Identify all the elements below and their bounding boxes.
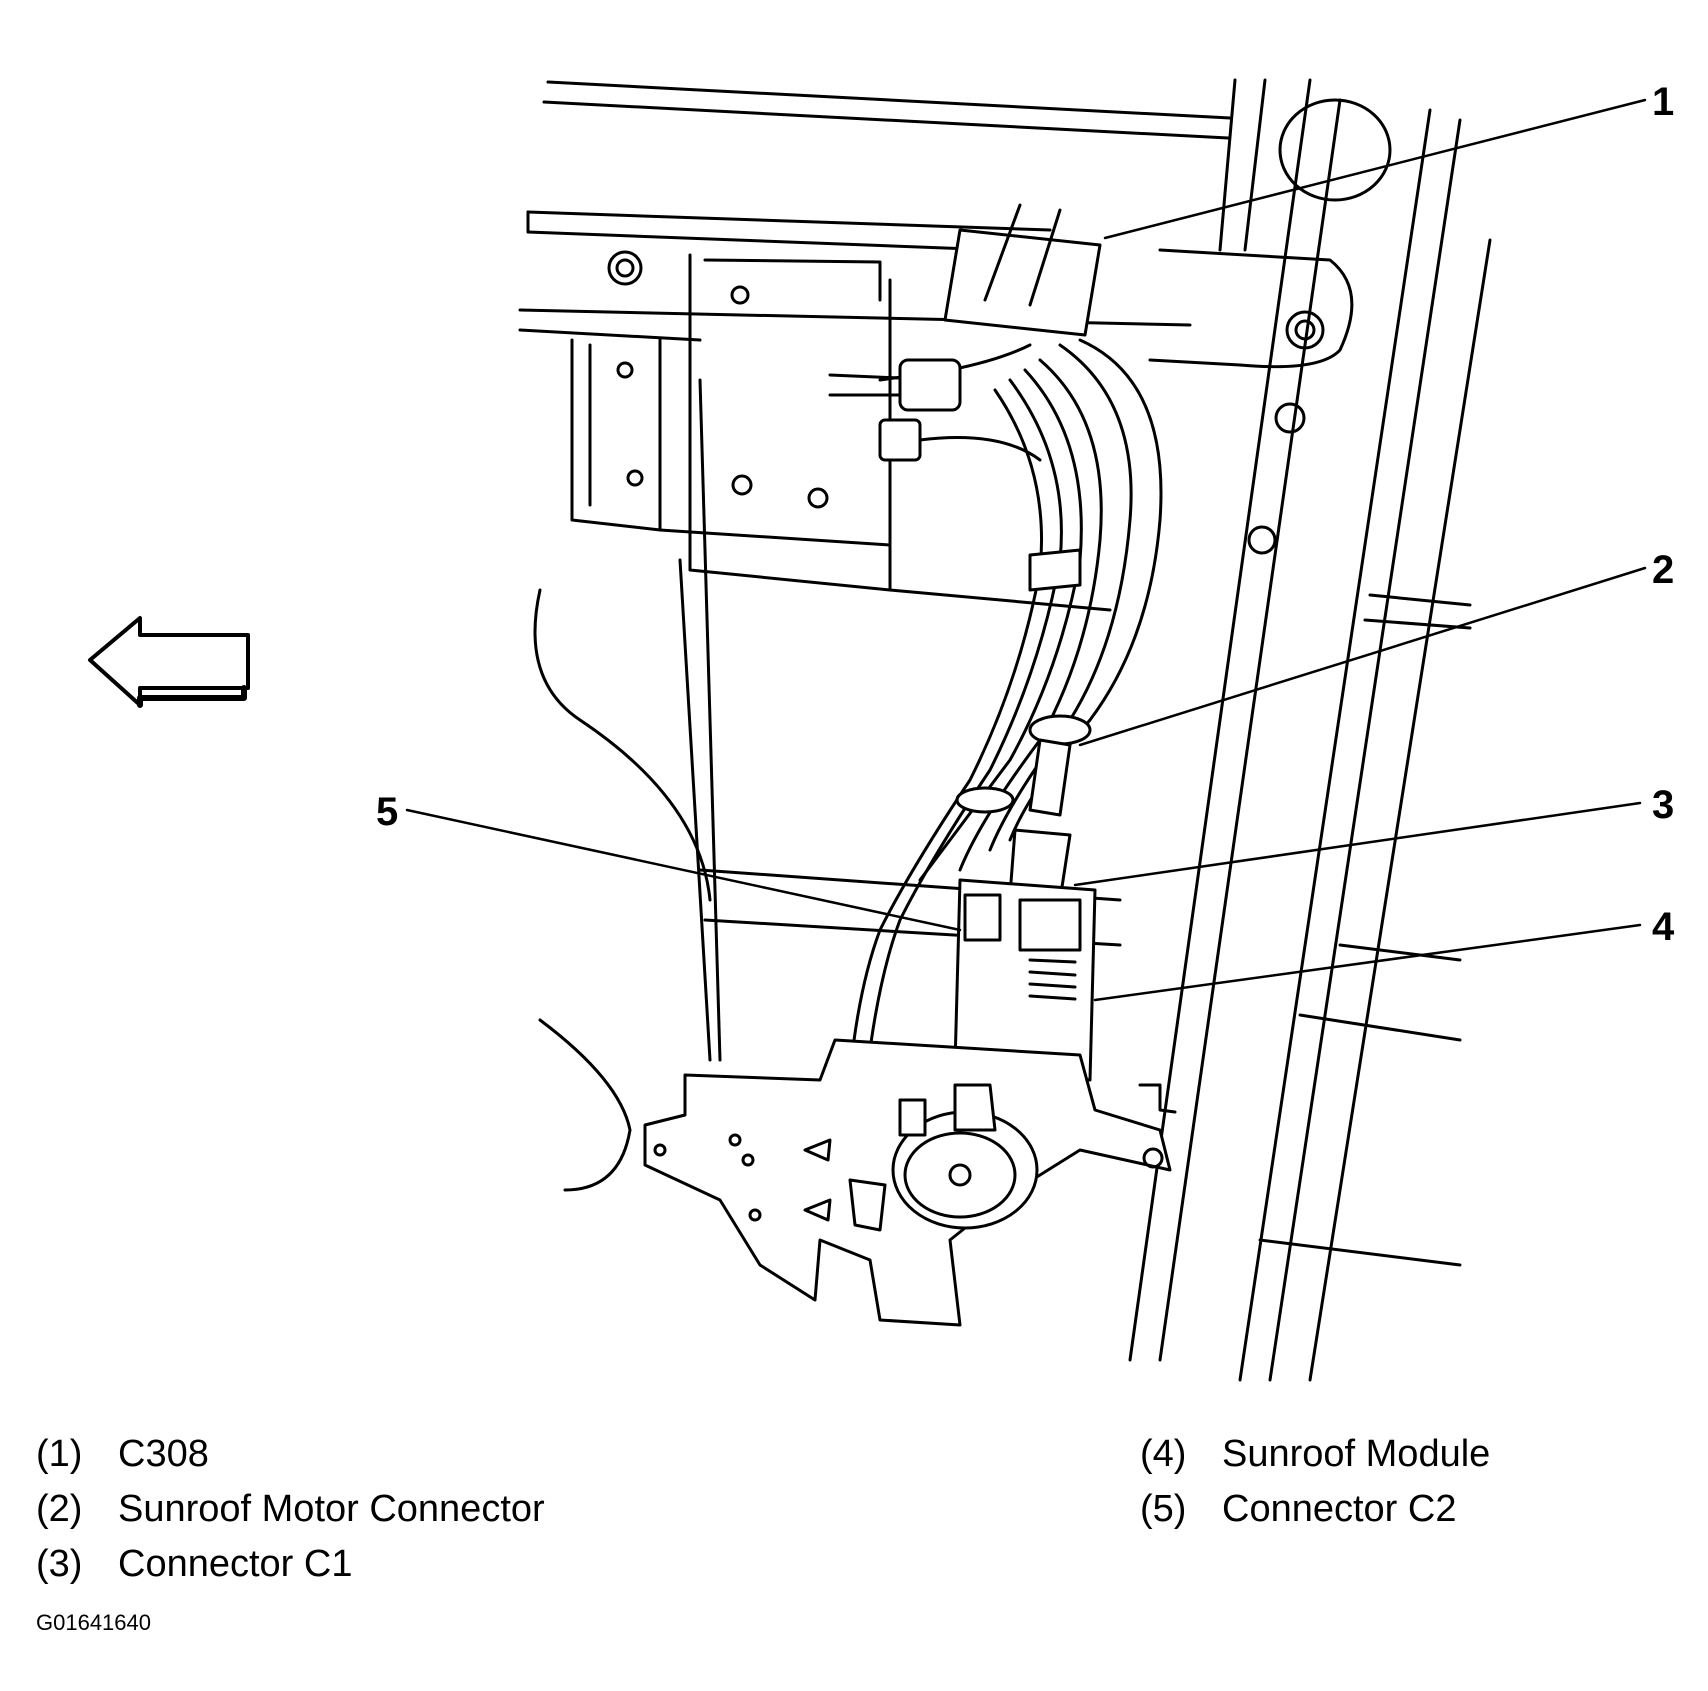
callout-number-1: 1	[1652, 80, 1675, 124]
callout-leaders	[405, 98, 1647, 1002]
callout-number-3: 3	[1652, 783, 1675, 827]
legend-key: (1)	[36, 1432, 83, 1475]
legend-key: (5)	[1140, 1487, 1187, 1530]
legend-item: (2) Sunroof Motor Connector	[36, 1481, 545, 1536]
sunroof-module	[953, 878, 1097, 1082]
legend-key: (2)	[36, 1487, 83, 1530]
legend-text: C308	[118, 1432, 209, 1475]
callout-number-2: 2	[1652, 548, 1675, 592]
legend-text: Sunroof Motor Connector	[118, 1487, 545, 1530]
legend-text: Connector C2	[1222, 1487, 1457, 1530]
legend-key: (4)	[1140, 1432, 1187, 1475]
callout-number-4: 4	[1652, 905, 1675, 949]
wire-harness	[828, 203, 1163, 1152]
figure-id: G01641640	[36, 1610, 151, 1635]
legend-text: Sunroof Module	[1222, 1432, 1491, 1475]
callout-number-5: 5	[376, 790, 399, 834]
legend-item: (1) C308	[36, 1426, 545, 1481]
left-arrow-icon	[88, 616, 250, 708]
legend-right: (4) Sunroof Module (5) Connector C2	[1140, 1426, 1490, 1536]
legend-text: Connector C1	[118, 1542, 353, 1585]
legend-key: (3)	[36, 1542, 83, 1585]
legend-item: (4) Sunroof Module	[1140, 1426, 1490, 1481]
legend-item: (5) Connector C2	[1140, 1481, 1490, 1536]
sunroof-wiring-illustration	[88, 78, 1647, 1382]
mounting-bolts	[607, 98, 1392, 555]
legend-left: (1) C308 (2) Sunroof Motor Connector (3)…	[36, 1426, 545, 1591]
legend-item: (3) Connector C1	[36, 1536, 545, 1591]
sunroof-motor-assembly	[643, 1038, 1177, 1327]
